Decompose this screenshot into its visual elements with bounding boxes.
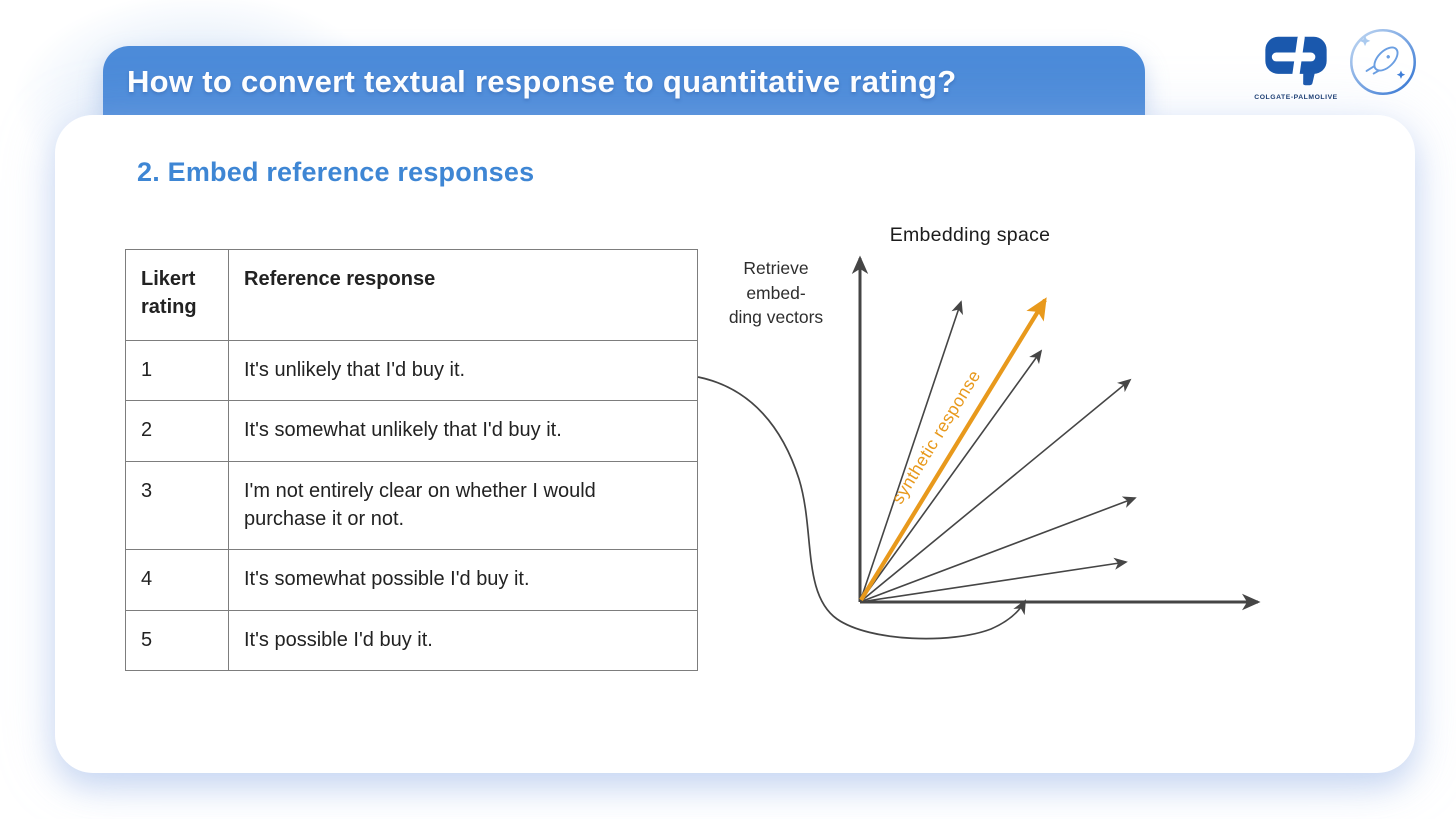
column-header-likert-rating: Likert rating — [125, 249, 229, 341]
four-point-sparkle-icon — [1396, 70, 1406, 79]
section-heading: 2. Embed reference responses — [137, 157, 535, 187]
colgate-palmolive-logo: COLGATE-PALMOLIVE — [1254, 34, 1338, 101]
vector-arrow — [859, 378, 1132, 603]
four-point-sparkle-icon — [1359, 35, 1371, 47]
table-row: 2 It's somewhat unlikely that I'd buy it… — [125, 400, 698, 462]
column-header-reference-response: Reference response — [228, 249, 698, 341]
rating-cell: 4 — [125, 549, 229, 611]
colgate-palmolive-wordmark: COLGATE-PALMOLIVE — [1254, 94, 1338, 101]
table-row: 3 I'm not entirely clear on whether I wo… — [125, 460, 698, 551]
embedding-space-label: Embedding space — [889, 224, 1051, 246]
synthetic-response-label: synthetic response — [887, 366, 984, 507]
table-header-row: Likert rating Reference response — [125, 249, 698, 341]
response-cell: It's unlikely that I'd buy it. — [228, 339, 698, 402]
rocket-in-circle-badge-icon — [1350, 29, 1416, 95]
colgate-palmolive-monogram-icon — [1265, 34, 1327, 86]
retrieve-vectors-label: Retrieve embed- ding vectors — [728, 258, 824, 327]
slide-title: How to convert textual response to quant… — [127, 64, 957, 99]
rating-cell: 5 — [125, 609, 229, 672]
table-row: 1 It's unlikely that I'd buy it. — [125, 339, 698, 402]
vector-arrow — [859, 557, 1128, 603]
vector-arrow — [859, 349, 1043, 603]
response-cell: It's possible I'd buy it. — [228, 609, 698, 672]
response-cell: I'm not entirely clear on whether I woul… — [228, 460, 698, 551]
rocket-logo — [1346, 25, 1420, 99]
vector-arrow — [859, 496, 1137, 603]
reference-vectors — [859, 300, 1137, 603]
vector-plot: synthetic response — [697, 255, 1261, 640]
connector-curve — [697, 376, 1026, 640]
rocket-icon — [1365, 46, 1399, 75]
response-cell: It's somewhat unlikely that I'd buy it. — [228, 400, 698, 462]
response-cell: It's somewhat possible I'd buy it. — [228, 549, 698, 611]
likert-table: Likert rating Reference response 1 It's … — [125, 249, 698, 672]
vector-arrow — [859, 300, 963, 603]
table-row: 5 It's possible I'd buy it. — [125, 609, 698, 672]
rating-cell: 1 — [125, 339, 229, 402]
title-ribbon: How to convert textual response to quant… — [103, 46, 1145, 118]
embedding-diagram: Embedding space Retrieve embed- ding vec… — [690, 220, 1300, 655]
table-row: 4 It's somewhat possible I'd buy it. — [125, 549, 698, 611]
content-card: 2. Embed reference responses Likert rati… — [55, 115, 1415, 773]
rating-cell: 3 — [125, 460, 229, 551]
synthetic-response-arrow — [859, 297, 1047, 602]
rating-cell: 2 — [125, 400, 229, 462]
